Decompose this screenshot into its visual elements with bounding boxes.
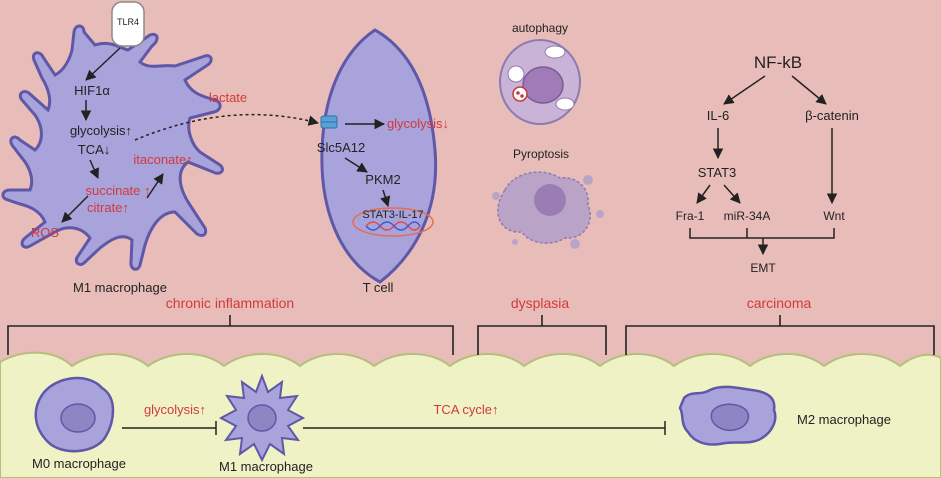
bottom-glycolysis-label: glycolysis↑ xyxy=(144,402,206,417)
tcell-glycolysis-down-label: glycolysis↓ xyxy=(387,116,449,131)
stage-chronic-inflammation: chronic inflammation xyxy=(166,295,294,311)
emt-label: EMT xyxy=(750,261,776,275)
bracket-chronic xyxy=(7,315,454,355)
epithelium-tissue xyxy=(0,351,941,478)
m0-nucleus xyxy=(60,403,96,433)
stat3-il17-label: STAT3-IL-17 xyxy=(362,209,423,221)
beta-catenin-label: β-catenin xyxy=(805,108,859,123)
hif1a-label: HIF1α xyxy=(74,83,110,98)
autophagosome-3 xyxy=(507,65,525,83)
ros-label: ROS xyxy=(31,225,60,240)
il6-label: IL-6 xyxy=(707,108,729,123)
tca-down-label: TCA↓ xyxy=(78,142,111,157)
mir34a-label: miR-34A xyxy=(724,209,771,223)
m2-nucleus xyxy=(710,403,750,432)
nfkb-label: NF-kB xyxy=(754,53,802,72)
stat3-label: STAT3 xyxy=(698,165,737,180)
tlr4-receptor xyxy=(111,1,145,47)
fra1-label: Fra-1 xyxy=(676,209,705,223)
lysosome-red xyxy=(512,86,528,102)
autophagosome-2 xyxy=(555,97,575,111)
m0-macrophage-caption: M0 macrophage xyxy=(32,456,126,471)
glycolysis-up-label: glycolysis↑ xyxy=(70,123,132,138)
pyroptosis-label: Pyroptosis xyxy=(513,147,569,161)
t-cell xyxy=(320,28,438,284)
citrate-label: citrate↑ xyxy=(87,200,129,215)
m1-small-caption: M1 macrophage xyxy=(219,459,313,474)
pyroptosis-nucleus xyxy=(534,184,566,216)
stage-dysplasia: dysplasia xyxy=(511,295,570,311)
autophagosome-1 xyxy=(544,45,566,59)
bracket-dysplasia xyxy=(477,315,607,355)
stage-carcinoma: carcinoma xyxy=(747,295,812,311)
bottom-tca-label: TCA cycle↑ xyxy=(433,402,498,417)
itaconate-label: itaconate↑ xyxy=(133,152,192,167)
m1-macrophage-caption: M1 macrophage xyxy=(73,280,167,295)
m1-small-nucleus xyxy=(247,404,277,432)
autophagy-nucleus xyxy=(522,66,564,104)
tlr4-label: TLR4 xyxy=(117,17,139,27)
nucleus-outline xyxy=(352,207,434,237)
slc5a12-label: Slc5A12 xyxy=(317,140,365,155)
bracket-carcinoma xyxy=(625,315,935,355)
m1-macrophage-cell xyxy=(1,24,224,271)
m2-macrophage-caption: M2 macrophage xyxy=(797,412,891,427)
autophagy-label: autophagy xyxy=(512,21,568,35)
succinate-label: succinate ↑ xyxy=(85,183,150,198)
pkm2-label: PKM2 xyxy=(365,172,400,187)
lactate-label: lactate xyxy=(209,90,247,105)
wnt-label: Wnt xyxy=(823,209,845,223)
t-cell-caption: T cell xyxy=(363,280,394,295)
